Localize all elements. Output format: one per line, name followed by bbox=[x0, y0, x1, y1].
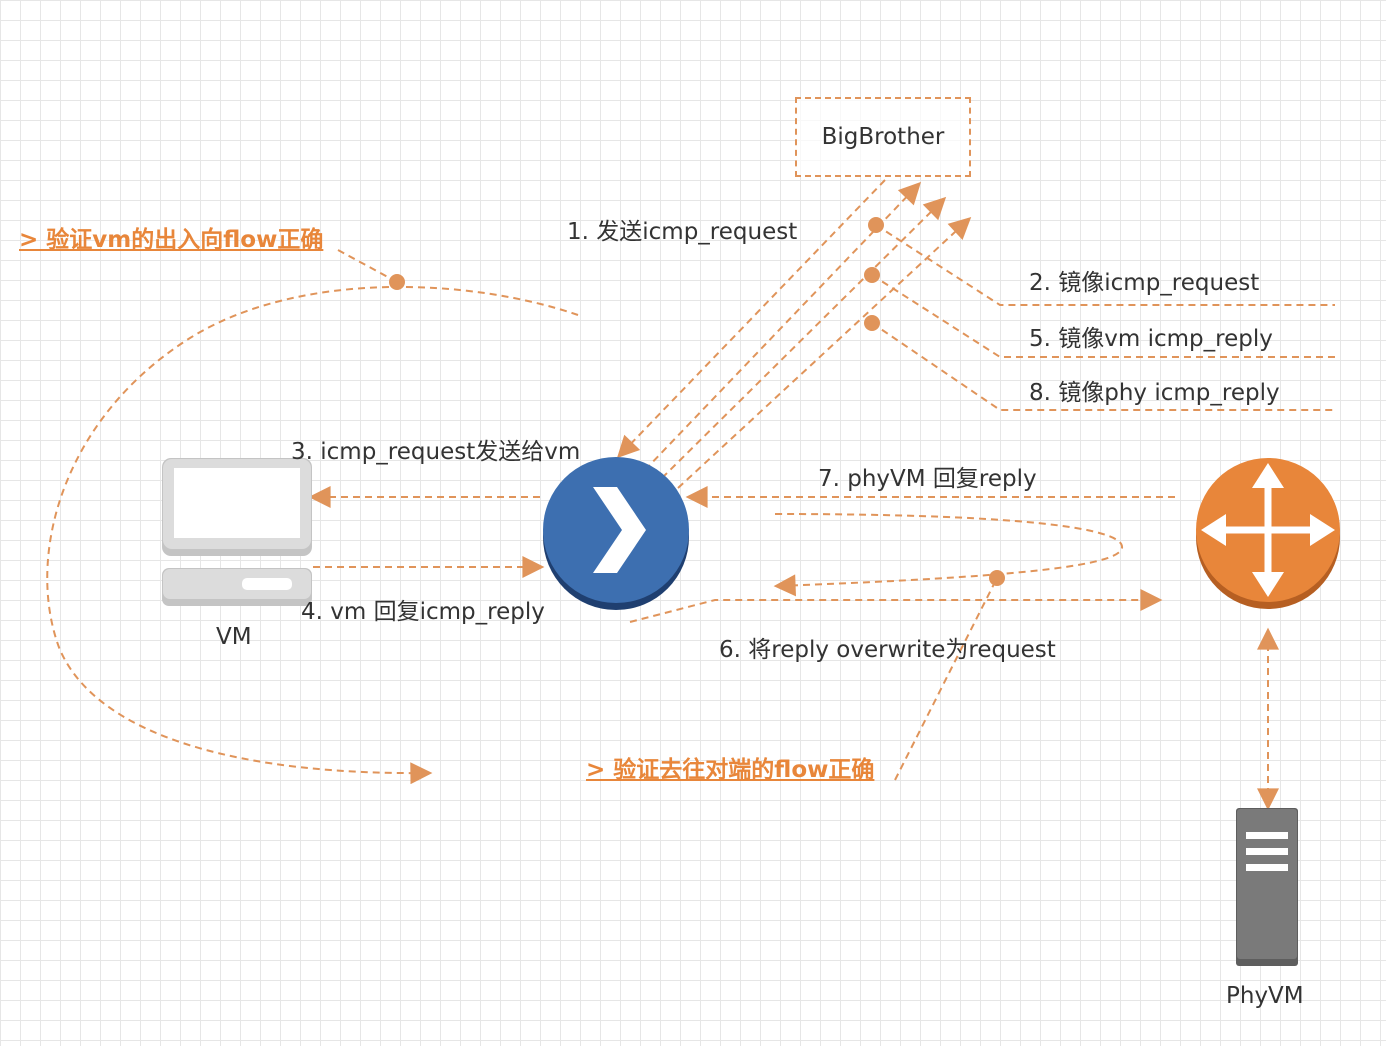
step-4-label: 4. vm 回复icmp_reply bbox=[301, 599, 545, 625]
step-6-label: 6. 将reply overwrite为request bbox=[719, 637, 1056, 663]
connector-dot bbox=[389, 274, 405, 290]
leader-peer-flow bbox=[894, 577, 998, 781]
router-icon[interactable] bbox=[1196, 458, 1340, 609]
step-8-label: 8. 镜像phy icmp_reply bbox=[1029, 380, 1280, 406]
bigbrother-node[interactable]: BigBrother bbox=[795, 97, 971, 177]
edge-mirror-phy-reply bbox=[677, 217, 972, 489]
vm-label: VM bbox=[216, 624, 252, 650]
leader-mirror-vm-reply bbox=[871, 274, 1335, 358]
edge-mirror-request bbox=[644, 181, 922, 471]
step-1-label: 1. 发送icmp_request bbox=[567, 219, 798, 245]
connector-dot bbox=[989, 570, 1005, 586]
step-3-label: 3. icmp_request发送给vm bbox=[291, 439, 581, 465]
edge-mirror-vm-reply bbox=[661, 196, 947, 479]
connector-dot bbox=[864, 315, 880, 331]
connector-dot bbox=[864, 267, 880, 283]
leader-mirror-phy-reply bbox=[871, 322, 1335, 411]
connector-dot bbox=[868, 217, 884, 233]
leader-mirror-request bbox=[875, 224, 1335, 306]
edge-send-request bbox=[616, 179, 886, 459]
edge-vm-flow-loop bbox=[46, 285, 579, 785]
edge-overwrite-loop bbox=[773, 513, 1124, 597]
computer-icon[interactable] bbox=[162, 458, 312, 606]
step-7-label: 7. phyVM 回复reply bbox=[818, 466, 1037, 492]
leader-vm-flow bbox=[337, 249, 398, 283]
server-icon[interactable] bbox=[1236, 808, 1298, 966]
note-vm-flow: > 验证vm的出入向flow正确 bbox=[19, 227, 324, 253]
edge-overwrite bbox=[629, 589, 1163, 623]
bigbrother-label: BigBrother bbox=[821, 124, 945, 150]
switch-chevron-icon[interactable] bbox=[543, 457, 689, 610]
step-2-label: 2. 镜像icmp_request bbox=[1029, 270, 1260, 296]
step-5-label: 5. 镜像vm icmp_reply bbox=[1029, 326, 1273, 352]
phyvm-label: PhyVM bbox=[1226, 983, 1304, 1009]
note-peer-flow: > 验证去往对端的flow正确 bbox=[586, 757, 875, 783]
